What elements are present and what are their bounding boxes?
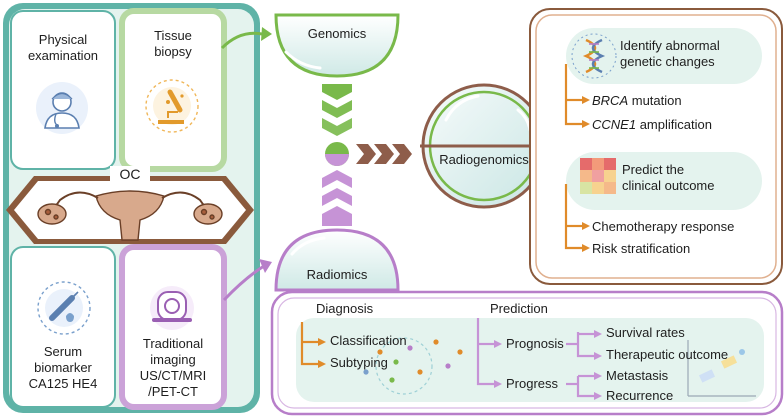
radiomics-chevrons	[322, 170, 352, 226]
imaging-line-4: /PET-CT	[148, 384, 198, 399]
chemotherapy-response-item: Chemotherapy response	[592, 219, 735, 234]
genetic-changes-title: Identify abnormal genetic changes	[620, 38, 760, 70]
serum-line-3: CA125 HE4	[28, 376, 98, 391]
radiogenomics-chevrons	[356, 144, 412, 164]
radiomics-label: Radiomics	[306, 267, 368, 282]
classification-label: Classification	[330, 333, 407, 348]
genetic-line-1: Identify abnormal	[620, 38, 720, 53]
metastasis-label: Metastasis	[606, 368, 669, 383]
survival-rates-label: Survival rates	[606, 325, 685, 340]
scatter-decoration	[363, 337, 463, 395]
bottom-connectors-orange	[300, 322, 318, 366]
outcome-line-1: Predict the	[622, 162, 685, 177]
ccne1-item: CCNE1 amplification	[592, 117, 772, 133]
therapeutic-outcome-label: Therapeutic outcome	[606, 347, 729, 362]
scanner-icon	[150, 286, 194, 330]
serum-line-1: Serum	[43, 344, 83, 359]
prognosis-label: Prognosis	[506, 336, 564, 351]
mini-chart-decoration	[687, 340, 756, 397]
radiogenomics-label: Radiogenomics	[439, 152, 529, 167]
genetic-line-2: genetic changes	[620, 54, 715, 69]
tissue-line-2: biopsy	[154, 44, 192, 59]
imaging-line-3: US/CT/MRI	[139, 368, 207, 383]
physical-line-1: Physical	[38, 32, 88, 47]
subtyping-label: Subtyping	[330, 355, 388, 370]
brca-rest: mutation	[628, 93, 682, 108]
microscope-icon	[145, 79, 199, 133]
traditional-imaging-label: Traditional imaging US/CT/MRI /PET-CT	[124, 336, 222, 400]
recurrence-label: Recurrence	[606, 388, 674, 403]
right-connectors	[564, 64, 582, 250]
serum-line-2: biomarker	[34, 360, 92, 375]
oc-label: OC	[110, 166, 150, 182]
outcome-line-2: clinical outcome	[622, 178, 715, 193]
arrow-to-radiomics	[222, 264, 265, 302]
dna-icon	[571, 33, 617, 79]
imaging-line-1: Traditional	[142, 336, 204, 351]
serum-biomarker-label: Serum biomarker CA125 HE4	[13, 344, 113, 392]
genomics-bowl	[274, 13, 400, 78]
genomics-chevrons	[322, 84, 352, 136]
ccne1-gene: CCNE1	[592, 117, 637, 132]
brca-gene: BRCA	[592, 93, 629, 108]
brca-item: BRCA mutation	[592, 93, 772, 109]
clinical-outcome-title: Predict the clinical outcome	[622, 162, 762, 194]
prediction-label: Prediction	[490, 301, 548, 316]
arrow-to-genomics	[220, 31, 263, 50]
imaging-line-2: imaging	[150, 352, 196, 367]
heatmap-icon	[580, 158, 616, 194]
bottom-connectors-purple	[476, 318, 594, 398]
syringe-icon	[37, 281, 91, 335]
progress-label: Progress	[506, 376, 559, 391]
doctor-icon	[36, 82, 88, 134]
radiogenomics-sphere	[420, 83, 548, 209]
uterus-icon	[37, 190, 223, 241]
genomics-label: Genomics	[307, 26, 367, 41]
radiomics-bowl	[274, 228, 400, 292]
physical-line-2: examination	[27, 48, 99, 63]
ccne1-rest: amplification	[636, 117, 712, 132]
tissue-biopsy-label: Tissue biopsy	[124, 28, 222, 60]
risk-stratification-item: Risk stratification	[592, 241, 691, 256]
diagnosis-label: Diagnosis	[316, 301, 374, 316]
junction-node	[325, 142, 349, 166]
physical-examination-label: Physical examination	[13, 32, 113, 64]
tissue-line-1: Tissue	[154, 28, 192, 43]
